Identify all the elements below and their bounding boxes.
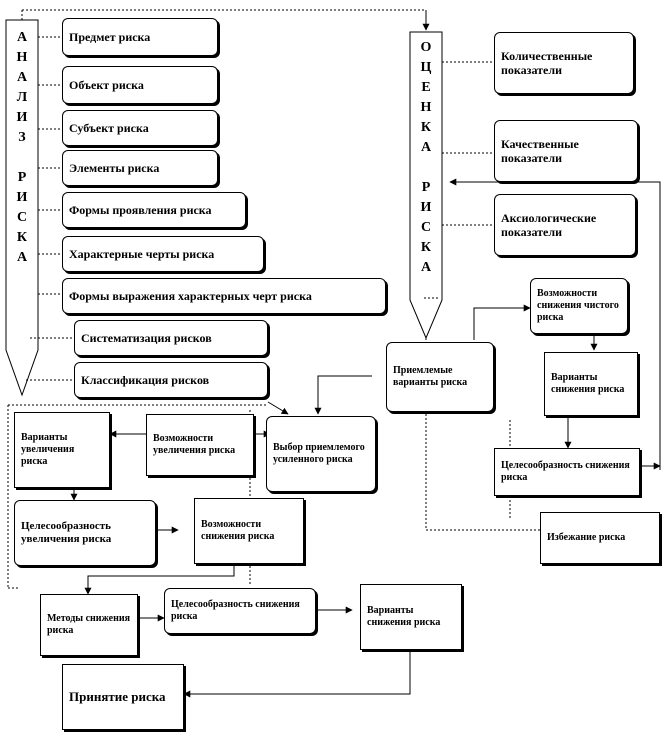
box-axiological-indicators: Аксиологические показатели: [494, 194, 636, 256]
box-object-of-risk: Объект риска: [62, 66, 218, 104]
analysis-label-letter: Р: [17, 170, 27, 185]
box-characteristic-features: Характерные черты риска: [62, 236, 264, 272]
box-variants-reduce-bottom: Варианты снижения риска: [360, 584, 462, 650]
analysis-column-outline: [5, 19, 39, 397]
box-acceptance: Принятие риска: [62, 664, 184, 730]
analysis-label-letter: А: [16, 30, 28, 45]
analysis-label-letter: К: [16, 230, 28, 245]
analysis-label-letter: Н: [16, 50, 28, 65]
box-methods-reduce: Методы снижения риска: [40, 594, 138, 656]
box-expediency-reduce-right: Целесообразность снижения риска: [494, 448, 640, 496]
box-systematization: Систематизация рисков: [74, 320, 268, 356]
box-expediency-increase: Целесообразность увеличения риска: [14, 500, 156, 566]
box-expediency-reduce-bottom: Целесообразность снижения риска: [164, 588, 316, 634]
evaluation-label-letter: А: [420, 140, 432, 155]
box-agent-of-risk: Субъект риска: [62, 110, 218, 146]
evaluation-label-letter: К: [420, 120, 432, 135]
box-choice-acceptable-increased: Выбор приемлемого усиленного риска: [266, 416, 376, 492]
box-acceptable-variants: Приемлемые варианты риска: [386, 342, 494, 412]
box-possibilities-reduce-pure: Возможности снижения чистого риска: [530, 278, 628, 334]
evaluation-label-letter: Р: [421, 180, 431, 195]
box-forms-of-manifestation: Формы проявления риска: [62, 192, 246, 228]
box-risk-avoidance: Избежание риска: [540, 512, 660, 564]
analysis-label-letter: З: [18, 130, 26, 145]
evaluation-label-letter: С: [420, 220, 432, 235]
evaluation-label-letter: И: [420, 200, 432, 215]
box-possibilities-reduce-mid: Возможности снижения риска: [194, 498, 304, 564]
analysis-label-letter: А: [16, 250, 28, 265]
analysis-label-letter: И: [16, 110, 28, 125]
box-subject-of-risk: Предмет риска: [62, 18, 218, 56]
analysis-label-letter: Л: [16, 90, 28, 105]
box-quantitative-indicators: Количественные показатели: [494, 32, 634, 94]
box-forms-of-expression: Формы выражения характерных черт риска: [62, 278, 386, 314]
box-variants-increase: Варианты увеличения риска: [14, 412, 110, 488]
evaluation-label-letter: Е: [421, 80, 431, 95]
evaluation-column-outline: [409, 31, 443, 340]
evaluation-label-letter: Ц: [420, 60, 432, 75]
analysis-label-letter: А: [16, 70, 28, 85]
evaluation-label-letter: [416, 158, 436, 178]
analysis-label-letter: С: [16, 210, 28, 225]
box-elements-of-risk: Элементы риска: [62, 150, 218, 186]
box-qualitative-indicators: Качественные показатели: [494, 120, 638, 182]
analysis-label-letter: [12, 148, 32, 168]
evaluation-label-letter: А: [420, 260, 432, 275]
box-possibilities-increase: Возможности увеличения риска: [146, 414, 254, 476]
evaluation-label-letter: О: [420, 40, 432, 55]
box-variants-reduce-right: Варианты снижения риска: [544, 352, 638, 416]
analysis-label-letter: И: [16, 190, 28, 205]
box-classification: Классификация рисков: [74, 362, 268, 398]
evaluation-label-letter: Н: [420, 100, 432, 115]
evaluation-label-letter: К: [420, 240, 432, 255]
